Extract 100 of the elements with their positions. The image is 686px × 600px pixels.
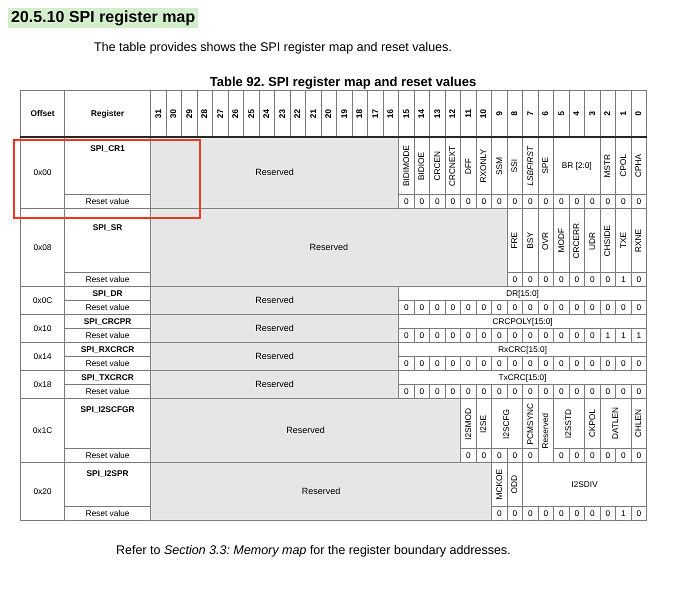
reset-bit-value: 0 [492, 506, 507, 520]
reserved-field: Reserved [150, 208, 507, 286]
reset-bit-value: 0 [492, 384, 507, 398]
reset-bit-value: 0 [616, 448, 631, 462]
bit-field-name: CRCEN [430, 136, 445, 194]
reserved-field: Reserved [150, 314, 398, 342]
reset-bit-value: 0 [554, 356, 569, 370]
bit-field-name: I2SCFG [492, 398, 522, 448]
reset-bit-value: 0 [584, 328, 600, 342]
bit-number: 16 [383, 90, 398, 136]
bit-field-name: BR [2:0] [554, 136, 600, 194]
bit-field-name: BSY [522, 208, 538, 272]
bit-number: 31 [150, 90, 166, 136]
reset-bit-value: 0 [584, 300, 600, 314]
reset-bit-value: 0 [476, 328, 492, 342]
offset-value: 0x14 [20, 342, 64, 370]
bit-field-name: MODF [554, 208, 569, 272]
bit-number: 8 [507, 90, 522, 136]
bit-field-name: PCMSYNC [522, 398, 538, 448]
section-heading: 20.5.10 SPI register map [8, 8, 198, 28]
bit-field-name: BIDIOE [414, 136, 430, 194]
bit-number: 1 [616, 90, 631, 136]
reset-bit-value: 0 [569, 356, 584, 370]
reset-bit-value: 0 [616, 384, 631, 398]
reset-bit-value: 0 [631, 356, 646, 370]
reset-bit-value: 0 [522, 300, 538, 314]
reset-bit-value: 0 [554, 194, 569, 208]
reserved-field: Reserved [150, 398, 460, 462]
bit-field-name: CPHA [631, 136, 646, 194]
reset-bit-value: 0 [522, 506, 538, 520]
reset-bit-value: 0 [569, 300, 584, 314]
reset-bit-value: 0 [631, 506, 646, 520]
bit-number: 21 [306, 90, 321, 136]
bit-number: 23 [274, 90, 290, 136]
reset-bit-value: 0 [507, 300, 522, 314]
reset-bit-value: 0 [616, 356, 631, 370]
bit-field-name: DR[15:0] [398, 286, 646, 300]
reset-bit-value: 0 [522, 194, 538, 208]
offset-value: 0x18 [20, 370, 64, 398]
reset-bit-value: 0 [445, 356, 460, 370]
reserved-field: Reserved [150, 342, 398, 370]
register-name: SPI_RXCRCR [64, 342, 150, 356]
reset-bit-value: 0 [584, 506, 600, 520]
bit-field-name: TXE [616, 208, 631, 272]
reset-bit-value: 0 [538, 300, 554, 314]
reset-bit-value: 0 [398, 300, 414, 314]
reset-bit-value: 0 [460, 384, 476, 398]
bit-field-name: CPOL [616, 136, 631, 194]
reset-bit-value: 0 [492, 300, 507, 314]
reset-bit-value: 0 [600, 272, 616, 286]
reset-bit-value: 0 [492, 356, 507, 370]
reset-bit-value: 1 [616, 506, 631, 520]
bit-number: 4 [569, 90, 584, 136]
reset-bit-value: 0 [476, 356, 492, 370]
reset-bit-value: 0 [631, 272, 646, 286]
reset-bit-value: 0 [569, 328, 584, 342]
reset-bit-value: 0 [445, 300, 460, 314]
reserved-field: Reserved [150, 136, 398, 208]
reset-bit-value: 0 [445, 328, 460, 342]
reset-bit-value: 0 [538, 356, 554, 370]
offset-value: 0x0C [20, 286, 64, 314]
bit-number: 22 [290, 90, 306, 136]
bit-field-name: DATLEN [600, 398, 631, 448]
reset-bit-value: 0 [569, 448, 584, 462]
reset-bit-value: 0 [492, 328, 507, 342]
reset-bit-value: 0 [554, 272, 569, 286]
bit-field-name: RXNE [631, 208, 646, 272]
reset-bit-value: 0 [460, 328, 476, 342]
bit-number: 18 [352, 90, 368, 136]
bit-field-name: I2SDIV [522, 462, 646, 506]
bit-number: 30 [166, 90, 182, 136]
bit-field-name: RxCRC[15:0] [398, 342, 646, 356]
bit-field-name: FRE [507, 208, 522, 272]
reset-bit-value: 0 [554, 328, 569, 342]
reset-bit-value: 0 [554, 300, 569, 314]
reset-bit-value: 0 [600, 384, 616, 398]
footnote-text: Refer to Section 3.3: Memory map for the register boundary addresses. [116, 543, 511, 557]
bit-field-name: BIDIMODE [398, 136, 414, 194]
bit-field-name: SSI [507, 136, 522, 194]
bit-number: 29 [182, 90, 197, 136]
bit-field-name: RXONLY [476, 136, 492, 194]
reset-bit-value: 0 [522, 356, 538, 370]
bit-number: 0 [631, 90, 646, 136]
reset-bit-value: 1 [631, 328, 646, 342]
reset-bit-value: 0 [522, 384, 538, 398]
bit-number: 14 [414, 90, 430, 136]
reset-bit-value: 0 [554, 506, 569, 520]
bit-number: 24 [259, 90, 274, 136]
reserved-field: Reserved [150, 462, 492, 520]
reset-bit-value: 0 [600, 506, 616, 520]
bit-field-name: MSTR [600, 136, 616, 194]
bit-number: 25 [244, 90, 259, 136]
offset-value: 0x08 [20, 208, 64, 286]
reset-bit-value: 0 [414, 300, 430, 314]
reset-bit-value: 0 [616, 194, 631, 208]
reset-bit-value: 0 [538, 272, 554, 286]
register-name: SPI_DR [64, 286, 150, 300]
bit-field-name: LSBFIRST [522, 136, 538, 194]
intro-text: The table provides shows the SPI register map and reset values. [94, 40, 452, 54]
bit-field-name: OVR [538, 208, 554, 272]
